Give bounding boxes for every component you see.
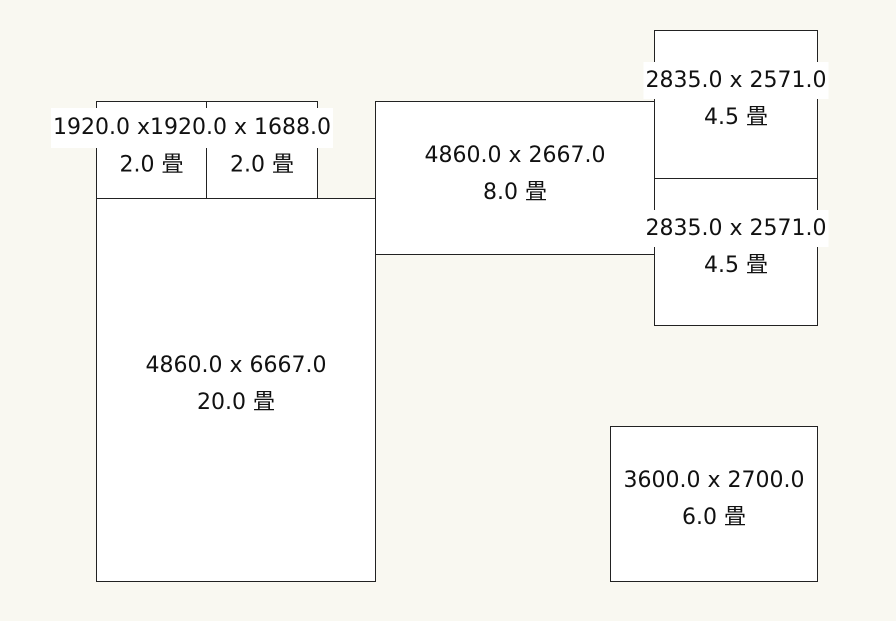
room-bottom-right[interactable]: 3600.0 x 2700.0 6.0 畳 [610, 426, 818, 582]
room-label: 2.0 畳 [230, 111, 294, 184]
room-label: 2835.0 x 2571.0 4.5 畳 [643, 62, 829, 136]
room-area: 2.0 畳 [230, 152, 294, 178]
room-dimensions: 2835.0 x 2571.0 [643, 62, 829, 99]
room-top-right-upper[interactable]: 2835.0 x 2571.0 4.5 畳 [643, 30, 829, 179]
room-area: 20.0 畳 [197, 390, 275, 415]
room-dimensions: 2835.0 x 2571.0 [643, 210, 829, 247]
room-dimensions: 3600.0 x 2700.0 [623, 468, 805, 493]
room-label: 2835.0 x 2571.0 4.5 畳 [643, 210, 829, 284]
room-area: 2.0 畳 [119, 152, 184, 178]
room-area: 8.0 畳 [483, 180, 547, 205]
room-label: 4860.0 x 6667.0 20.0 畳 [146, 347, 327, 421]
room-label: 3600.0 x 2700.0 6.0 畳 [624, 462, 805, 536]
room-area: 6.0 畳 [682, 505, 746, 530]
room-living[interactable]: 4860.0 x 6667.0 20.0 畳 [96, 198, 376, 582]
room-label: 2.0 畳 [120, 111, 184, 184]
room-middle[interactable]: 4860.0 x 2667.0 8.0 畳 [375, 101, 655, 255]
room-top-right-lower[interactable]: 2835.0 x 2571.0 4.5 畳 [643, 178, 829, 326]
room-area: 4.5 畳 [704, 105, 768, 130]
room-area: 4.5 畳 [704, 253, 768, 278]
room-dimensions: 4860.0 x 6667.0 [145, 353, 327, 378]
room-dimensions: 4860.0 x 2667.0 [424, 143, 606, 168]
small-rooms-dimensions: 1920.0 x1920.0 x 1688.0 [51, 108, 333, 148]
room-label: 4860.0 x 2667.0 8.0 畳 [425, 137, 606, 211]
